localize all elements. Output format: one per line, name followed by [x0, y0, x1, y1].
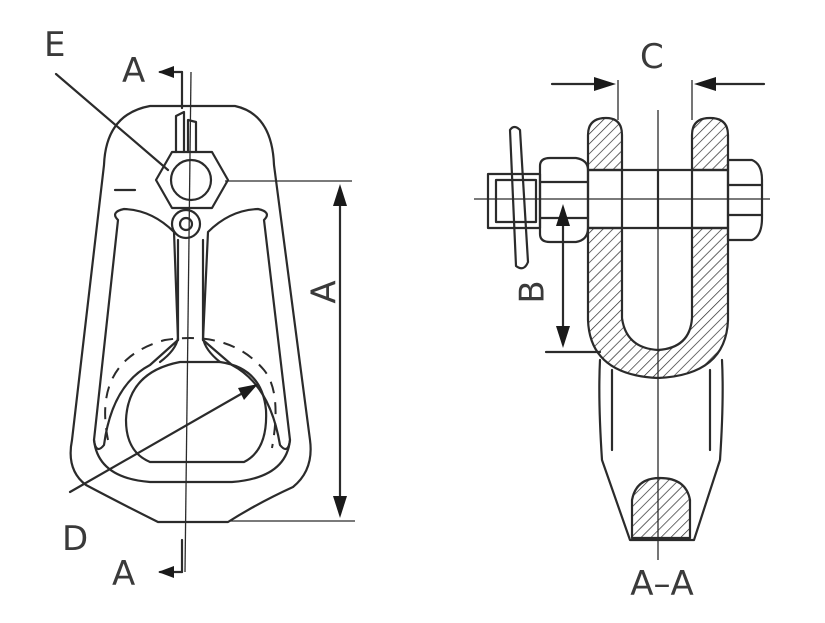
label-dim-d: D	[62, 519, 88, 559]
ball-dashed-circle	[104, 337, 277, 449]
clevis-hatched-bottom	[586, 226, 730, 380]
label-dim-a: A	[305, 280, 345, 303]
hex-nut	[154, 150, 230, 210]
bolt-head	[726, 158, 764, 242]
section-view-label: A–A	[630, 564, 694, 604]
ball-hatched	[630, 476, 692, 540]
section-label-top: A	[122, 51, 145, 91]
dimension-b	[544, 204, 602, 354]
dimension-d	[68, 384, 258, 494]
label-e: E	[44, 25, 65, 65]
front-view	[69, 71, 355, 573]
leader-e	[54, 72, 170, 172]
front-centerline	[184, 71, 192, 573]
clevis-hatched-u	[586, 116, 624, 172]
socket-outer-outline	[69, 104, 312, 524]
nut-circle	[169, 158, 213, 202]
ball-opening	[124, 360, 268, 464]
stem	[176, 238, 205, 342]
clevis-hatched-u-right	[690, 116, 730, 172]
section-nut	[538, 156, 590, 244]
section-marker-top	[158, 66, 184, 110]
section-cotter-pin	[508, 125, 530, 270]
section-label-bottom: A	[112, 554, 135, 594]
label-dim-c: C	[640, 37, 664, 77]
dimension-c	[550, 77, 766, 120]
section-outer-silhouette	[598, 358, 724, 542]
socket-lower-contour	[92, 438, 292, 484]
socket-inner-recess	[92, 207, 180, 451]
cotter-pin	[174, 110, 198, 154]
eye-inner	[178, 216, 194, 232]
dimension-a	[333, 184, 347, 518]
section-view	[474, 110, 770, 560]
eye-outer	[170, 208, 202, 240]
stem-flare	[158, 336, 222, 364]
section-marker-bottom	[158, 538, 184, 578]
label-dim-b: B	[513, 280, 553, 303]
socket-inner-recess-right	[201, 207, 292, 451]
